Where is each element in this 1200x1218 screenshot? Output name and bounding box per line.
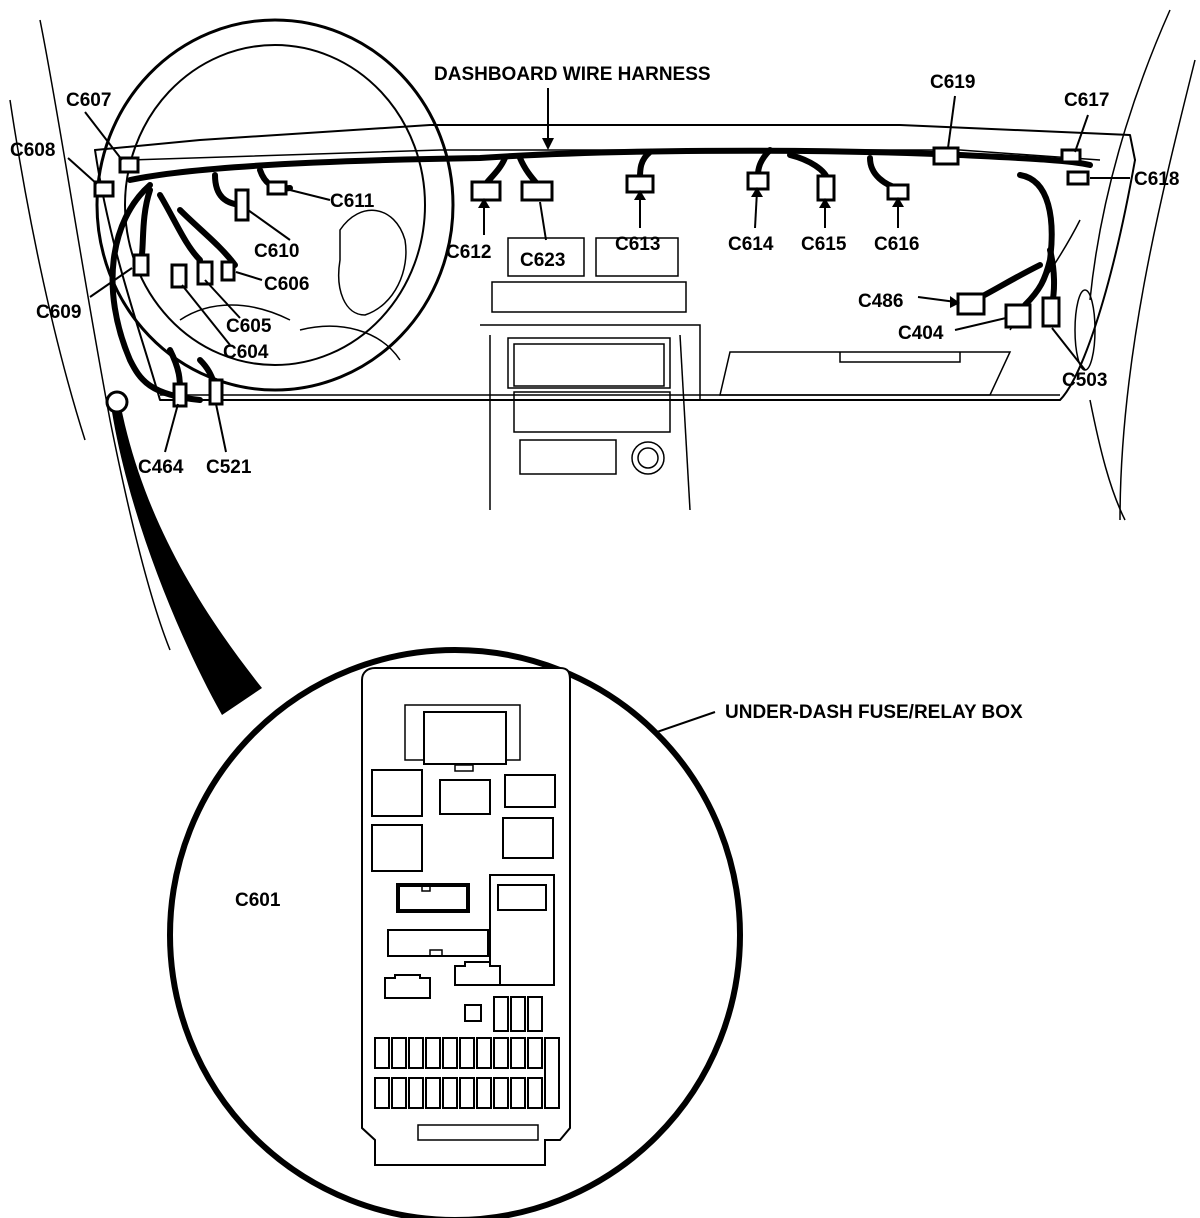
label-dashboard-wire-harness: DASHBOARD WIRE HARNESS [434,64,711,85]
connector-c623 [520,180,554,202]
zoom-wedge [112,412,262,715]
connectors [93,146,1090,414]
connector-c617 [1060,148,1082,164]
fuse-block-lower [374,1037,560,1109]
label-under-dash-fuse-relay-box: UNDER-DASH FUSE/RELAY BOX [725,702,1023,723]
label-c608: C608 [10,140,55,161]
label-c617: C617 [1064,90,1109,111]
connector-c605 [170,263,188,289]
label-c606: C606 [264,274,309,295]
label-c613: C613 [615,234,660,255]
connector-c464 [172,382,188,408]
connector-c610 [234,188,250,222]
connector-c613 [625,174,655,194]
label-c611: C611 [330,191,375,212]
label-c616: C616 [874,234,919,255]
connector-c486 [956,292,986,316]
label-c623: C623 [520,250,565,271]
label-c604: C604 [223,342,269,363]
label-c619: C619 [930,72,975,93]
connector-c521 [208,378,224,406]
label-c521: C521 [206,457,252,478]
label-c503: C503 [1062,370,1107,391]
fuse-block-upper [493,996,543,1032]
connector-c609 [132,253,150,277]
label-c614: C614 [728,234,774,255]
label-c618: C618 [1134,169,1179,190]
car-body-outline [9,9,1196,651]
label-c615: C615 [801,234,847,255]
label-c607: C607 [66,90,111,111]
connector-c611 [266,180,288,196]
connector-c404 [1004,303,1032,329]
connector-c608 [93,180,115,198]
connector-c618 [1066,170,1090,186]
connector-c615 [816,174,836,202]
connector-c607 [118,156,140,174]
connector-c614 [746,171,770,191]
label-c612: C612 [446,242,491,263]
steering-wheel [95,18,455,392]
labels: DASHBOARD WIRE HARNESS C607 C608 C609 C6… [10,64,1179,911]
label-c609: C609 [36,302,81,323]
label-c486: C486 [858,291,903,312]
label-c464: C464 [138,457,184,478]
connector-c612 [470,180,502,202]
label-c610: C610 [254,241,299,262]
connector-c619 [932,146,960,166]
connector-c503 [1041,296,1061,328]
label-c605: C605 [226,316,272,337]
center-console [480,237,701,511]
fuse-box-callout [167,647,743,1218]
connector-c616 [886,183,910,201]
connector-c604 [196,260,214,286]
label-c601: C601 [235,890,281,911]
connector-c601 [396,883,470,913]
connector-c-lower-left [105,390,129,414]
label-c404: C404 [898,323,944,344]
connector-c606 [220,260,236,282]
